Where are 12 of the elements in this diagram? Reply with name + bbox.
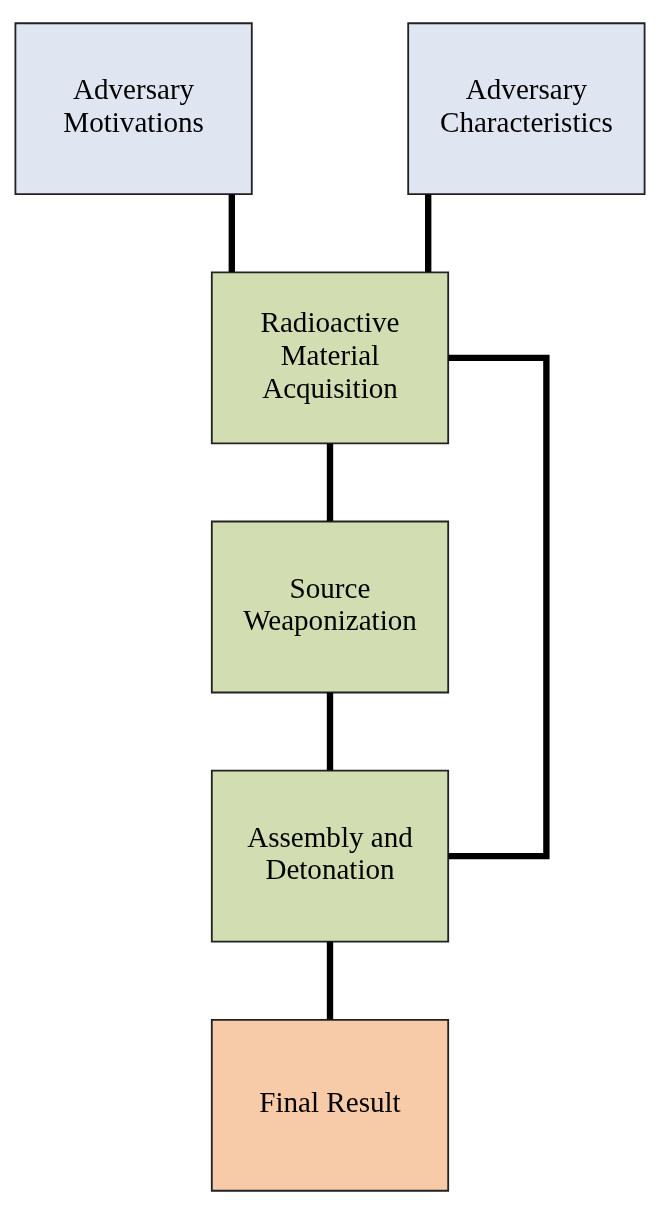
node-box: Assembly and Detonation <box>210 769 450 942</box>
node-box: Adversary Characteristics <box>407 21 646 195</box>
connector <box>326 443 334 521</box>
node-box: Source Weaponization <box>210 520 450 693</box>
connector <box>326 692 334 770</box>
connector <box>326 941 334 1019</box>
connector <box>425 194 432 272</box>
node-box: Adversary Motivations <box>14 21 253 195</box>
node-box: Radioactive Material Acquisition <box>210 271 450 444</box>
connector <box>448 354 550 859</box>
node-box: Final Result <box>210 1018 450 1192</box>
connector <box>228 194 235 272</box>
